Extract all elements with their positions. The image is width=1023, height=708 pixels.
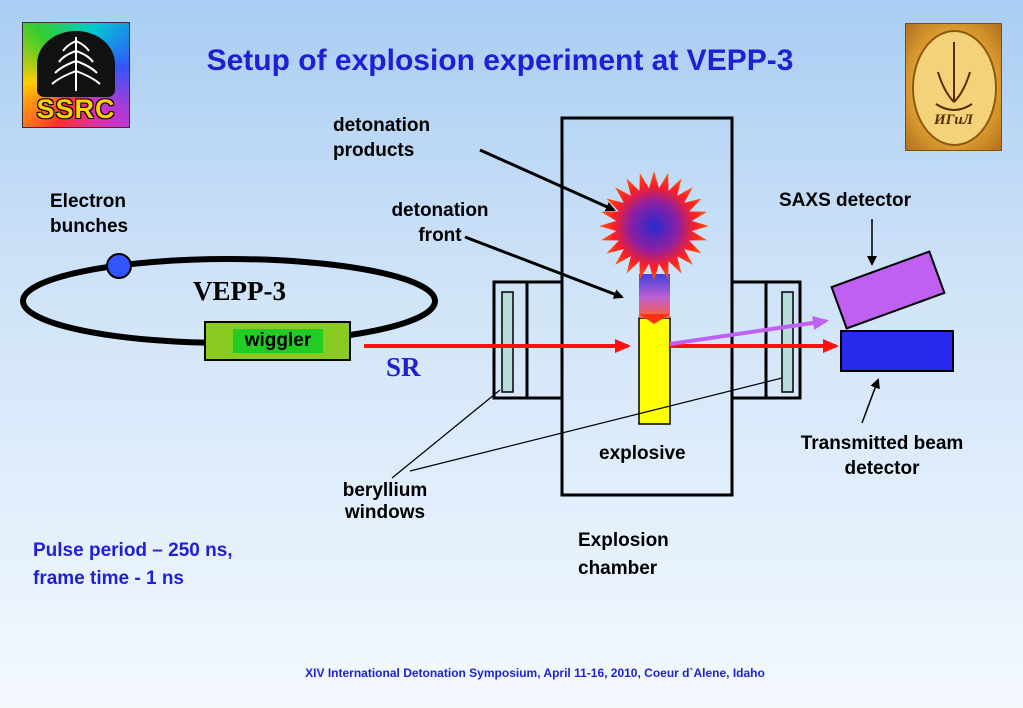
tree-icon	[37, 31, 115, 97]
beryllium-windows-line1: beryllium	[342, 480, 428, 501]
transmitted-beam-detector-label: Transmitted beam detector	[772, 431, 992, 481]
detonation-front-pointer	[464, 235, 624, 299]
sr-label: SR	[386, 352, 421, 382]
explosive-charge	[638, 317, 671, 425]
transmitted-beam-line1: Transmitted beam	[800, 433, 964, 454]
detonation-products-line1: detonation	[333, 115, 431, 136]
beryllium-windows-line2: windows	[344, 502, 426, 523]
detonation-products-pointer	[479, 148, 616, 212]
transmitted-beam-line2: detector	[844, 458, 920, 479]
wiggler-label: wiggler	[244, 330, 312, 351]
right-beryllium-window	[781, 291, 794, 393]
explosion-chamber-line1: Explosion	[578, 530, 669, 551]
explosion-chamber-line2: chamber	[578, 558, 658, 579]
explosion-chamber-label: Explosion chamber	[578, 527, 669, 583]
detonation-products-burst	[599, 171, 709, 281]
beryllium-windows-label: beryllium windows	[320, 480, 450, 524]
detonation-front-label: detonation front	[370, 198, 510, 248]
ssrc-logo: SSRC	[22, 22, 130, 128]
detonation-products-label: detonation products	[333, 113, 430, 163]
electron-bunches-label: Electron bunches	[50, 189, 128, 239]
frame-time-text: frame time - 1 ns	[33, 568, 184, 589]
beryllium-pointer-left	[391, 389, 501, 479]
igil-logo-emblem	[912, 30, 997, 146]
ssrc-logo-text: SSRC	[36, 94, 116, 124]
wiggler-label-bg	[233, 329, 323, 353]
explosive-label: explosive	[599, 443, 686, 464]
detonation-products-line2: products	[333, 140, 415, 161]
explosion-chamber	[560, 116, 734, 497]
detonation-front-line1: detonation	[391, 200, 489, 221]
detonation-front-region	[639, 274, 670, 318]
pulse-info: Pulse period – 250 ns, frame time - 1 ns	[33, 537, 233, 593]
saxs-detector-label: SAXS detector	[779, 190, 911, 211]
pulse-period-text: Pulse period – 250 ns,	[33, 540, 233, 561]
left-beryllium-window	[501, 291, 514, 393]
beryllium-pointer-right	[409, 377, 783, 472]
vepp3-label: VEPP-3	[193, 276, 286, 306]
transmitted-beam-detector	[840, 330, 954, 372]
detonation-front-line2: front	[418, 225, 462, 246]
igil-logo-text: ИГиЛ	[933, 112, 974, 128]
detonation-front-wedge	[639, 314, 670, 324]
page-title: Setup of explosion experiment at VEPP-3	[206, 44, 794, 77]
electron-bunch	[106, 253, 132, 279]
saxs-detector	[830, 250, 946, 330]
igil-logo: ИГиЛ	[905, 23, 1002, 151]
transmitted-detector-pointer	[861, 378, 880, 424]
electron-bunches-line2: bunches	[50, 216, 129, 237]
electron-bunches-line1: Electron	[50, 191, 127, 212]
scattered-beam	[669, 315, 829, 346]
footer-text: XIV International Detonation Symposium, …	[305, 666, 765, 680]
